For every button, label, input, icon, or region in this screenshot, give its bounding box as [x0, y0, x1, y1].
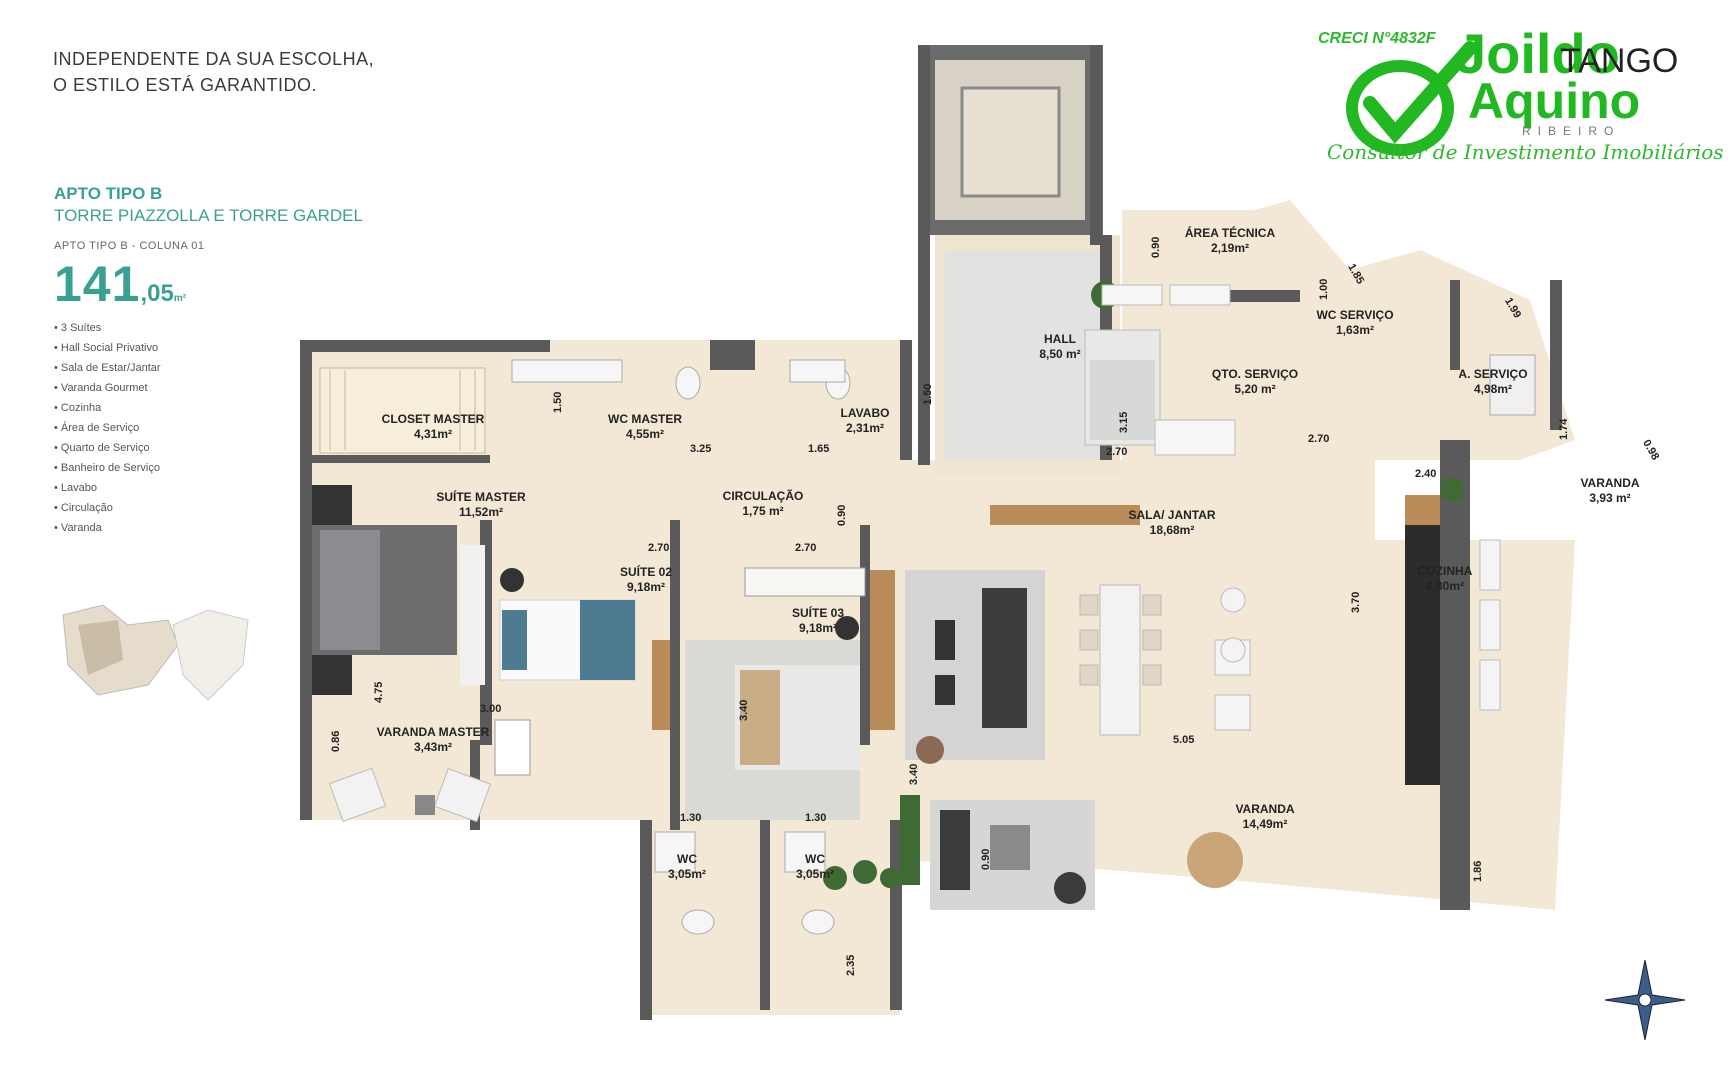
- feature-item: Banheiro de Serviço: [54, 458, 161, 478]
- logo-check-key-icon: [1346, 41, 1477, 156]
- dim-label: 1.30: [805, 812, 827, 824]
- feature-item: Área de Serviço: [54, 418, 161, 438]
- dim-label: 3.25: [690, 443, 712, 455]
- feature-item: 3 Suítes: [54, 318, 161, 338]
- dim-label: 2.40: [1415, 468, 1437, 480]
- dim-label: 0.90: [1150, 236, 1162, 258]
- dim-label: 3.40: [738, 699, 750, 721]
- dim-label: 0.90: [980, 848, 992, 870]
- logo-ribeiro: RIBEIRO: [1522, 124, 1621, 138]
- dim-label: 2.70: [1308, 433, 1330, 445]
- apartment-column: APTO TIPO B - COLUNA 01: [54, 240, 205, 252]
- area-integer: 141: [54, 256, 141, 312]
- feature-item: Hall Social Privativo: [54, 338, 161, 358]
- tagline-line1: INDEPENDENTE DA SUA ESCOLHA,: [53, 49, 375, 69]
- key-plan-thumbnail: [62, 605, 249, 701]
- logo-creci: CRECI N°4832F: [1318, 30, 1436, 47]
- dim-label: 1.65: [808, 443, 830, 455]
- apartment-title: APTO TIPO B: [54, 184, 163, 203]
- dim-label: 1.74: [1558, 418, 1570, 440]
- dim-label: 1.30: [680, 812, 702, 824]
- area-decimal: ,05: [140, 280, 174, 307]
- feature-item: Varanda: [54, 518, 161, 538]
- dim-label: 0.86: [330, 730, 342, 752]
- dim-label: 3.00: [480, 703, 502, 715]
- dim-label: 1.00: [1318, 278, 1330, 300]
- logo-tango: TANGO: [1560, 42, 1679, 80]
- dim-label: 3.15: [1118, 411, 1130, 433]
- feature-item: Circulação: [54, 498, 161, 518]
- feature-item: Varanda Gourmet: [54, 378, 161, 398]
- compass-icon: [1604, 959, 1686, 1041]
- dim-label: 2.70: [795, 542, 817, 554]
- dim-label: 1.50: [922, 383, 934, 405]
- feature-item: Lavabo: [54, 478, 161, 498]
- dim-label: 0.90: [836, 504, 848, 526]
- area-unit: m²: [173, 293, 187, 304]
- feature-item: Quarto de Serviço: [54, 438, 161, 458]
- apartment-towers: TORRE PIAZZOLLA E TORRE GARDEL: [54, 206, 363, 225]
- feature-item: Sala de Estar/Jantar: [54, 358, 161, 378]
- feature-list: 3 Suítes Hall Social Privativo Sala de E…: [54, 318, 161, 538]
- dim-label: 2.35: [845, 954, 857, 976]
- dim-label: 1.86: [1472, 860, 1484, 882]
- tagline: INDEPENDENTE DA SUA ESCOLHA, O ESTILO ES…: [53, 46, 374, 98]
- dim-label: 4.75: [373, 681, 385, 703]
- logo-subtitle: Consultor de Investimento Imobiliários: [1327, 140, 1724, 164]
- dim-label: 5.05: [1173, 734, 1195, 746]
- logo-name-first: Joildo: [1455, 22, 1620, 85]
- floor-plan: [300, 45, 1575, 1020]
- dim-label: 2.70: [648, 542, 670, 554]
- apartment-area: 141,05m²: [54, 255, 186, 313]
- dim-label: 2.70: [1106, 446, 1128, 458]
- logo-name-last: Aquino: [1468, 73, 1641, 129]
- dim-label: 1.50: [552, 391, 564, 413]
- tagline-line2: O ESTILO ESTÁ GARANTIDO.: [53, 75, 318, 95]
- feature-item: Cozinha: [54, 398, 161, 418]
- dim-label: 3.70: [1350, 591, 1362, 613]
- dim-label: 3.40: [908, 763, 920, 785]
